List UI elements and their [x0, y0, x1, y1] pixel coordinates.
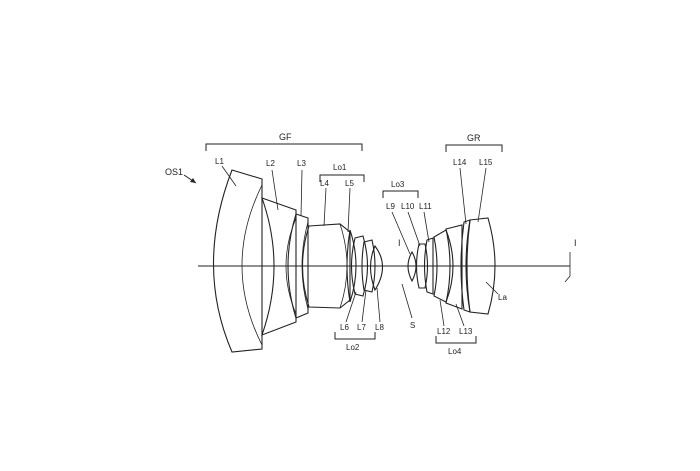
lens-l1 [212, 169, 263, 353]
lens-l7 [361, 239, 376, 293]
label-l6: L6 [340, 323, 349, 332]
label-l5: L5 [345, 179, 354, 188]
group-label-gr: GR [467, 133, 481, 143]
leader-l3 [300, 169, 303, 217]
lens-l11 [423, 237, 434, 295]
lens-l9 [407, 250, 417, 283]
leader-l9 [391, 211, 411, 255]
label-la: La [498, 293, 507, 302]
group-label-lo1: Lo1 [333, 163, 347, 172]
label-l13: L13 [459, 327, 473, 336]
leader-l7 [361, 289, 367, 323]
label-l12: L12 [437, 327, 451, 336]
leader-l11 [423, 211, 430, 243]
label-l9: L9 [386, 202, 395, 211]
leader-la [485, 281, 499, 295]
bracket-gf [205, 143, 363, 151]
leader-l4 [323, 187, 327, 227]
lens-l2 [261, 197, 297, 336]
leader-stop [401, 283, 413, 319]
leader-l12 [439, 299, 445, 327]
group-label-lo3: Lo3 [391, 180, 405, 189]
group-label-lo4: Lo4 [448, 347, 462, 356]
lens-l6 [350, 235, 369, 297]
lens-l15 [465, 217, 496, 315]
bracket-lo3 [382, 190, 419, 198]
lens-l8 [369, 244, 384, 292]
label-l1: L1 [215, 157, 224, 166]
system-label: OS1 [165, 167, 183, 177]
lens-l4 [301, 223, 351, 309]
image-plane-label: I [574, 238, 577, 248]
aperture-mark: I [398, 238, 401, 248]
leader-l6 [345, 291, 357, 323]
label-l11: L11 [419, 202, 432, 211]
bracket-lo4 [435, 336, 477, 344]
system-arrowhead [190, 178, 196, 183]
label-l10: L10 [401, 202, 415, 211]
label-l15: L15 [479, 158, 493, 167]
leader-l2 [271, 169, 279, 211]
label-l8: L8 [375, 323, 384, 332]
leader-l10 [407, 211, 421, 247]
leader-l13 [455, 303, 465, 327]
group-label-lo2: Lo2 [346, 343, 360, 352]
label-l4: L4 [320, 179, 329, 188]
label-l14: L14 [453, 158, 467, 167]
group-label-gf: GF [279, 132, 292, 142]
leader-l5 [347, 187, 351, 233]
leader-l1 [221, 165, 237, 187]
leader-l14 [459, 167, 467, 225]
lens-l5 [346, 229, 357, 303]
label-l2: L2 [266, 159, 275, 168]
image-plane [564, 252, 571, 283]
label-l7: L7 [357, 323, 366, 332]
label-l3: L3 [297, 159, 306, 168]
leader-l15 [477, 167, 487, 223]
lens-l1-inner [241, 184, 263, 346]
bracket-lo1 [319, 174, 365, 182]
bracket-gr [445, 144, 503, 152]
label-stop: S [410, 321, 415, 330]
leader-l8 [376, 287, 381, 323]
lens-l3 [287, 213, 309, 319]
lens-l10 [415, 243, 429, 289]
bracket-lo2 [334, 332, 376, 340]
